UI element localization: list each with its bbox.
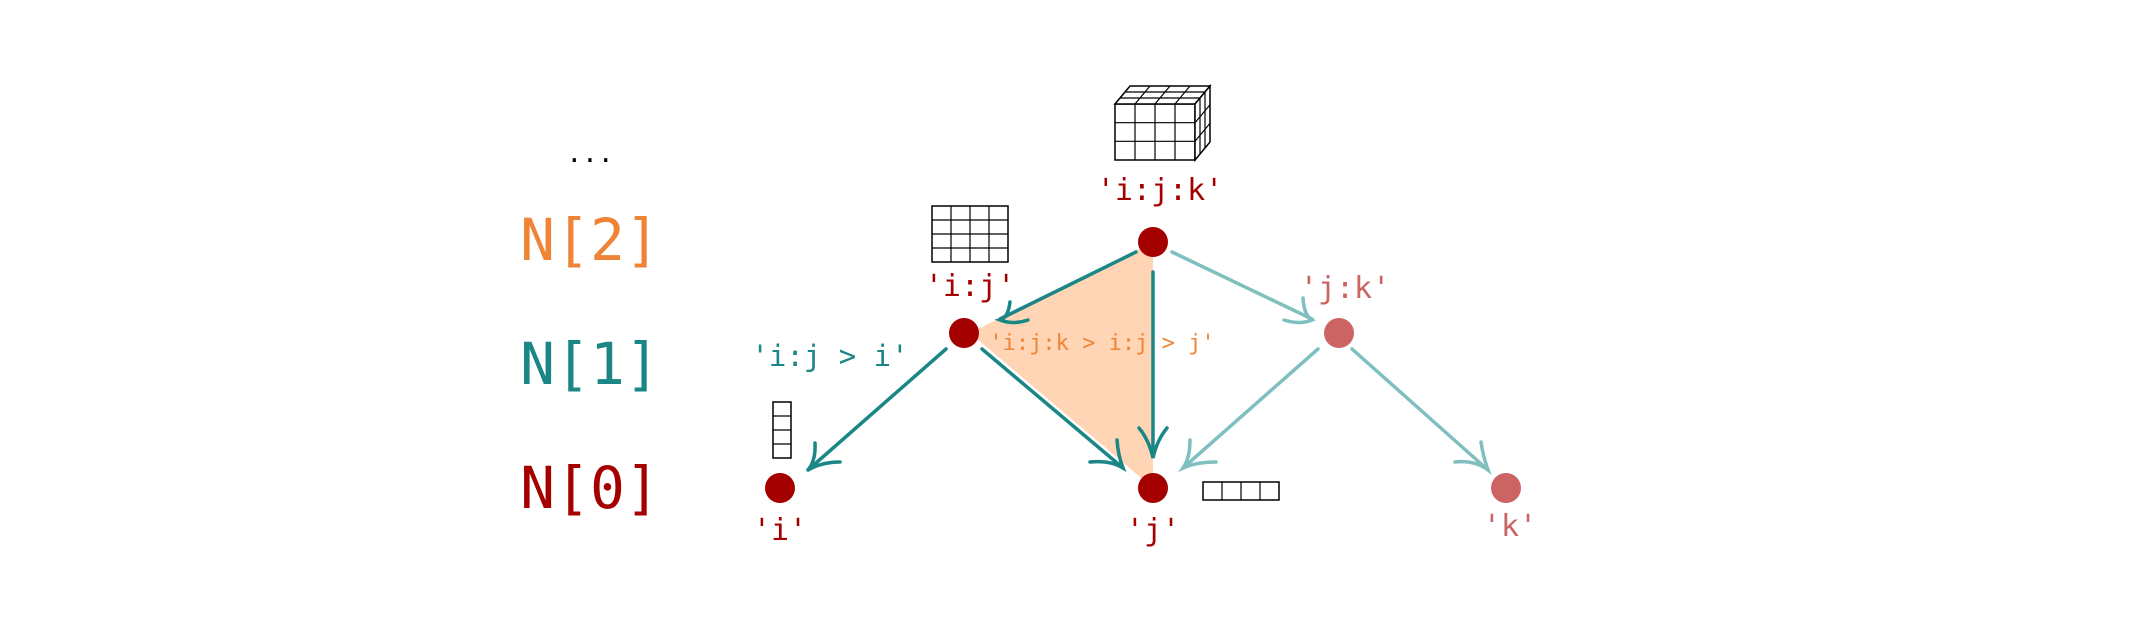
column-vector-icon — [772, 401, 792, 459]
edge-jk-j — [1181, 347, 1320, 470]
edges — [806, 250, 1490, 472]
node-j-label: 'j' — [1126, 513, 1180, 548]
level-ellipsis: ... — [567, 139, 614, 169]
arrowhead-j-from-ijk — [1137, 426, 1169, 459]
node-i-label: 'i' — [753, 513, 807, 548]
arrowhead-ij — [994, 300, 1030, 325]
node-k-label: 'k' — [1483, 509, 1537, 544]
arrowheads — [806, 296, 1492, 476]
level-n0-label: N[0] — [520, 454, 660, 522]
3d-tensor-icon — [1113, 83, 1212, 163]
node-i — [765, 473, 795, 503]
node-ij — [949, 318, 979, 348]
row-vector-icon — [1202, 481, 1280, 501]
edge-label-ij-to-i: 'i:j > i' — [751, 339, 908, 373]
edge-ij-i — [806, 347, 948, 472]
node-ijk-label: 'i:j:k' — [1097, 173, 1223, 208]
arrowhead-k — [1453, 440, 1492, 476]
edge-ijk-ij — [998, 250, 1138, 321]
node-jk — [1324, 318, 1354, 348]
node-ijk — [1138, 227, 1168, 257]
node-k — [1491, 473, 1521, 503]
nodes — [765, 227, 1521, 503]
matrix-icon — [931, 205, 1009, 263]
shaded-face — [970, 242, 1153, 488]
edge-ij-j — [980, 347, 1125, 470]
level-n1-label: N[1] — [520, 330, 660, 398]
node-j — [1138, 473, 1168, 503]
arrowhead-j-from-ij — [1088, 438, 1127, 473]
node-jk-label: 'j:k' — [1300, 271, 1390, 306]
node-ij-label: 'i:j' — [925, 269, 1015, 304]
edge-ijk-jk — [1170, 250, 1314, 321]
edge-label-face: 'i:j:k > i:j > j' — [989, 331, 1214, 356]
arrowhead-i — [806, 441, 842, 472]
edge-jk-k — [1350, 347, 1490, 472]
arrowhead-j-from-jk — [1177, 438, 1218, 473]
arrowhead-jk — [1282, 296, 1316, 325]
level-n2-label: N[2] — [520, 206, 660, 274]
